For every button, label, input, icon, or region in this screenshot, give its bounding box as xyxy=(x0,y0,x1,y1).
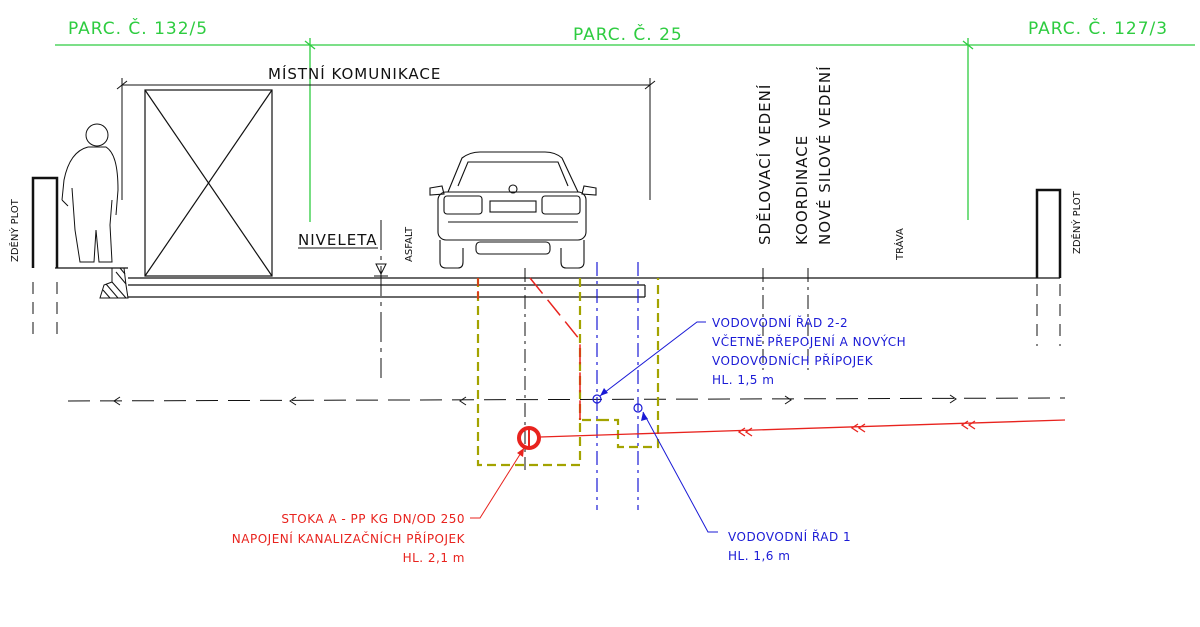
fence-left-label: ZDĚNÝ PLOT xyxy=(8,198,21,262)
water-2-2-desc-2: VODOVODNÍCH PŘÍPOJEK xyxy=(712,353,874,368)
existing-line xyxy=(67,394,1066,406)
trench-outlines xyxy=(476,278,660,467)
sewer-pipe-symbol xyxy=(517,426,541,450)
sewer-desc: NAPOJENÍ KANALIZAČNÍCH PŘÍPOJEK xyxy=(232,531,466,546)
parcel-label-left: PARC. Č. 132/5 xyxy=(68,17,208,39)
road-title: MÍSTNÍ KOMUNIKACE xyxy=(268,64,441,83)
sewer-depth: HL. 2,1 m xyxy=(403,551,465,565)
utility-axes xyxy=(524,268,809,470)
fence-right-label: ZDĚNÝ PLOT xyxy=(1070,190,1083,254)
fence-left xyxy=(31,176,59,334)
sewer-trench-line xyxy=(477,277,581,420)
parcel-boundaries xyxy=(55,38,1195,222)
sewer-title: STOKA A - PP KG DN/OD 250 xyxy=(281,512,465,526)
water-2-2-desc-1: VČETNĚ PŘEPOJENÍ A NOVÝCH xyxy=(712,334,906,349)
water-1-depth: HL. 1,6 m xyxy=(728,549,790,563)
person-icon xyxy=(61,123,119,263)
water-1-title: VODOVODNÍ ŘAD 1 xyxy=(728,529,851,544)
asfalt-label: ASFALT xyxy=(404,226,415,262)
leader-lines xyxy=(470,321,718,533)
water-pipe-axes xyxy=(592,262,643,510)
water-2-2-depth: HL. 1,5 m xyxy=(712,373,774,387)
roadside-object-box xyxy=(144,89,273,277)
silove-label: NOVÉ SILOVÉ VEDENÍ xyxy=(815,66,834,246)
trava-label: TRÁVA xyxy=(893,228,906,261)
parcel-label-right: PARC. Č. 127/3 xyxy=(1028,17,1168,39)
sewer-pipe xyxy=(539,419,1066,438)
koordinace-label: KOORDINACE xyxy=(793,135,811,245)
fence-right xyxy=(1035,188,1062,346)
sdelovaci-label: SDĚLOVACÍ VEDENÍ xyxy=(755,84,774,245)
niveleta-marker xyxy=(298,220,388,378)
road-dimension xyxy=(116,78,656,200)
ground-lines xyxy=(55,267,1060,298)
parcel-label-center: PARC. Č. 25 xyxy=(573,23,683,45)
kerb-block xyxy=(99,267,129,299)
water-2-2-title: VODOVODNÍ ŘAD 2-2 xyxy=(712,315,848,330)
niveleta-label: NIVELETA xyxy=(298,231,377,249)
car-icon xyxy=(429,151,597,269)
